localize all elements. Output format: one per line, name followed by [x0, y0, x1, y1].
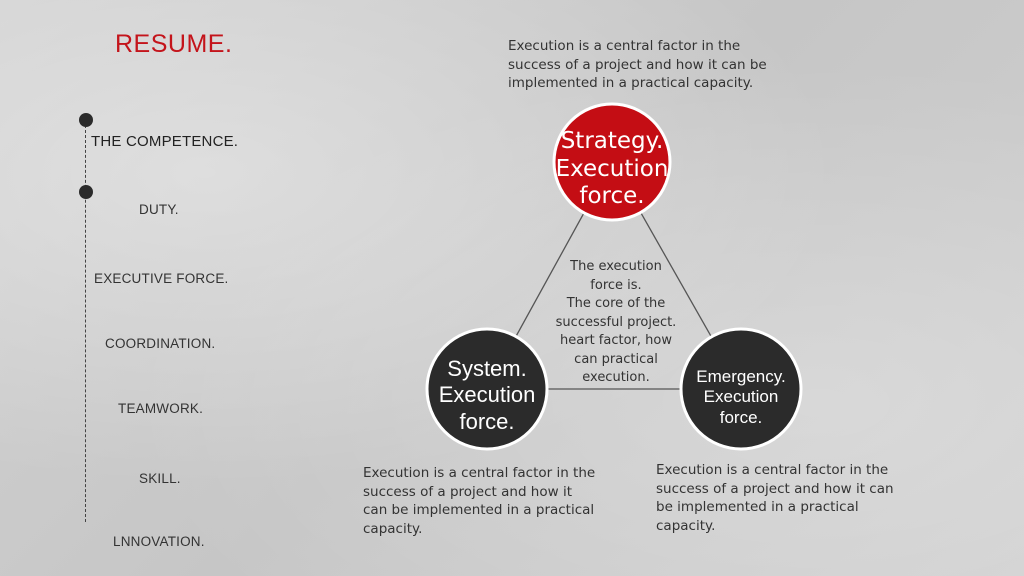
nav-item-executive-force[interactable]: EXECUTIVE FORCE.	[94, 271, 229, 286]
timeline-line	[85, 120, 86, 522]
strategy-node-label: Strategy. Execution force.	[552, 128, 672, 211]
nav-item-skill[interactable]: SKILL.	[139, 471, 181, 486]
center-line: execution.	[582, 370, 650, 385]
description-line: Execution is a central factor in the	[363, 465, 596, 481]
description-line: success of a project and how it can be	[508, 56, 767, 73]
timeline-dot	[79, 185, 93, 199]
description-bottom-left: Execution is a central factor in the suc…	[363, 464, 595, 538]
description-line: success of a project and how it can	[656, 480, 894, 497]
node-label-line: force.	[459, 408, 515, 434]
description-line: Execution is a central factor in the	[508, 38, 741, 54]
node-label-line: Execution	[555, 155, 669, 182]
page-title: RESUME.	[115, 30, 233, 58]
description-top: Execution is a central factor in the suc…	[508, 37, 767, 93]
nav-item-innovation[interactable]: LNNOVATION.	[113, 534, 205, 549]
node-label-line: Strategy.	[560, 128, 664, 154]
description-bottom-right: Execution is a central factor in the suc…	[656, 461, 894, 535]
center-line: The core of the	[566, 296, 666, 311]
emergency-node	[679, 327, 803, 451]
center-line: can practical	[574, 351, 658, 367]
nav-item-teamwork[interactable]: TEAMWORK.	[118, 401, 204, 416]
description-line: implemented in a practical capacity.	[508, 75, 754, 91]
node-label-line: Execution	[703, 387, 779, 407]
node-label-line: Execution	[438, 382, 536, 408]
system-node-label: System. Execution force.	[427, 356, 547, 435]
strategy-node	[552, 102, 672, 222]
emergency-node-label: Emergency. Execution force.	[681, 367, 801, 428]
center-line: The execution	[570, 259, 662, 274]
description-line: success of a project and how it	[363, 483, 572, 500]
node-label-line: force.	[579, 183, 645, 210]
center-description: The execution force is. The core of the …	[548, 258, 684, 388]
description-line: capacity.	[363, 520, 423, 537]
center-line: force is.	[590, 277, 642, 293]
description-line: can be implemented in a practical	[363, 502, 595, 518]
node-label-line: Emergency.	[696, 367, 786, 386]
nav-item-competence[interactable]: THE COMPETENCE.	[91, 133, 239, 150]
center-line: successful project.	[555, 314, 677, 330]
nav-item-duty[interactable]: DUTY.	[139, 202, 179, 217]
node-label-line: force.	[719, 407, 763, 427]
center-line: heart factor, how	[560, 333, 672, 348]
timeline-dot	[79, 113, 93, 127]
nav-item-coordination[interactable]: COORDINATION.	[105, 336, 216, 351]
description-line: capacity.	[656, 517, 716, 534]
node-label-line: System.	[447, 356, 527, 381]
description-line: be implemented in a practical	[656, 499, 859, 515]
description-line: Execution is a central factor in the	[656, 462, 889, 478]
system-node	[425, 327, 549, 451]
